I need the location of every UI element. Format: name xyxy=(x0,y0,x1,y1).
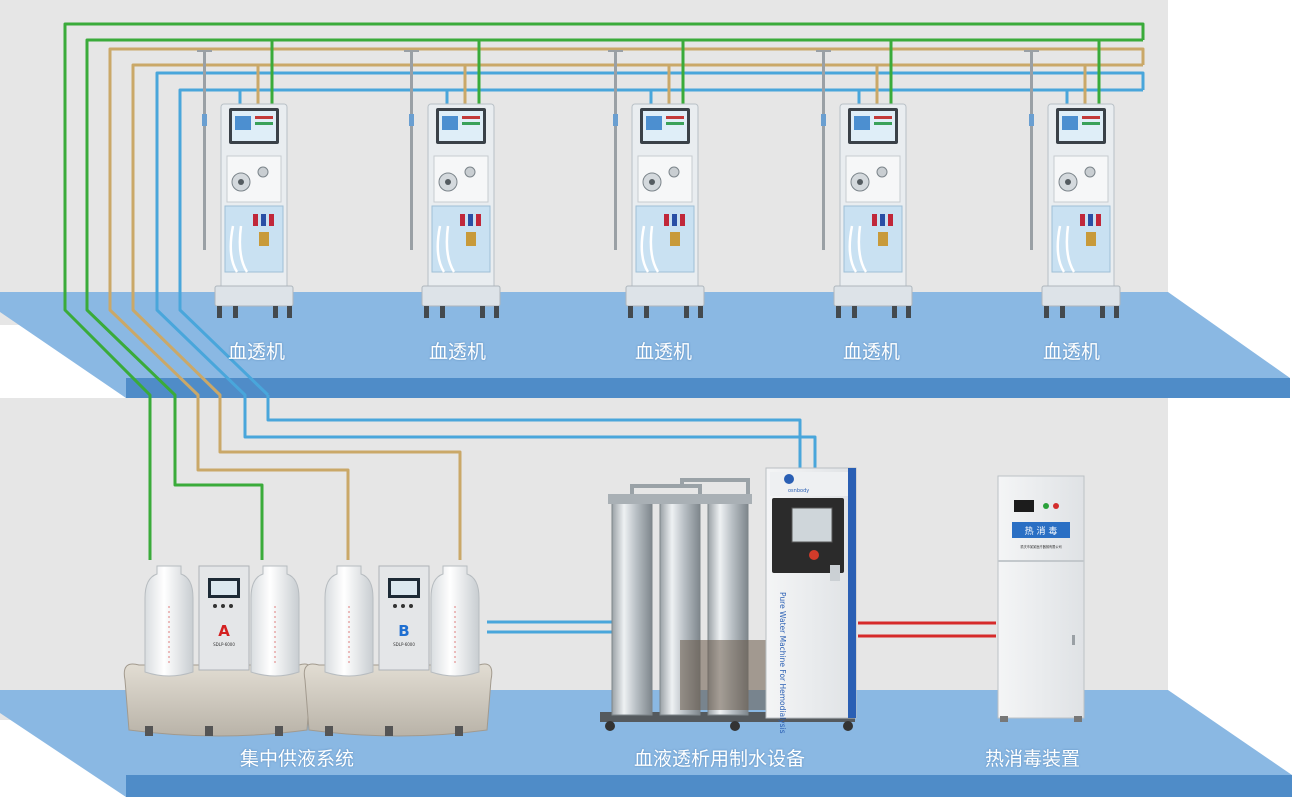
pipe-network xyxy=(63,22,1145,638)
pipe-gold-main-2 xyxy=(131,63,1143,560)
upper-floor xyxy=(0,292,1290,398)
pipe-blue-main-2 xyxy=(178,88,1143,397)
pipe-gold-main-1 xyxy=(108,47,1145,560)
disinfect-plate-text: 热 消 毒 xyxy=(1025,525,1058,537)
central-supply-units: A SDLP-6000 B SDLP-6000 xyxy=(123,565,493,737)
water-vertical-text: Pure Water Machine For Hemodialysis xyxy=(778,592,787,734)
supply-unit-b: B SDLP-6000 xyxy=(303,565,493,737)
dialysis-machine-2 xyxy=(404,50,501,318)
dialysis-machine-label-5: 血透机 xyxy=(1043,341,1101,363)
supply-model-b: SDLP-6000 xyxy=(393,642,415,647)
supply-unit-a: A SDLP-6000 xyxy=(123,565,313,737)
pipe-blue-main-1 xyxy=(155,71,1145,468)
heat-disinfection-label: 热消毒装置 xyxy=(985,748,1081,770)
dialysis-machine-label-2: 血透机 xyxy=(429,341,487,363)
supply-model-a: SDLP-6000 xyxy=(213,642,235,647)
dialysis-machine-4 xyxy=(816,50,913,318)
dialysis-machine-5 xyxy=(1024,50,1121,318)
central-supply-label: 集中供液系统 xyxy=(240,748,355,770)
supply-letter-b: B xyxy=(398,622,409,640)
pipe-blue-main-3 xyxy=(266,395,802,468)
dialysis-machine-label-4: 血透机 xyxy=(843,341,901,363)
pipe-green-main-1 xyxy=(63,22,1145,560)
dialysis-machine-row xyxy=(197,50,1121,318)
dialysis-machine-label-1: 血透机 xyxy=(228,341,286,363)
heat-disinfection-cabinet: 热 消 毒 重庆市某某医疗器械有限公司 xyxy=(997,475,1085,722)
water-brand-text: osnbody xyxy=(788,488,809,494)
water-treatment-equipment: osnbody Pure Water Machine For Hemodialy… xyxy=(600,467,857,734)
supply-letter-a: A xyxy=(218,622,230,640)
pipe-green-main-2 xyxy=(85,38,1143,560)
dialysis-machine-3 xyxy=(608,50,705,318)
dialysis-machine-1 xyxy=(197,50,294,318)
dialysis-machine-label-3: 血透机 xyxy=(635,341,693,363)
water-equipment-label: 血液透析用制水设备 xyxy=(634,748,806,770)
disinfect-sub-text: 重庆市某某医疗器械有限公司 xyxy=(1020,544,1061,549)
